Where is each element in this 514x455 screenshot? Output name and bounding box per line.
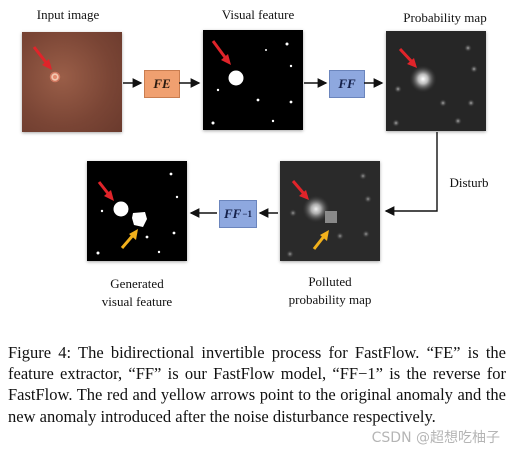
label-polluted: Polluted (308, 274, 352, 289)
flow-arrows (123, 78, 438, 218)
fe-label: FE (153, 76, 171, 91)
fe-box: FE (144, 70, 180, 98)
label-probability-map-2: probability map (288, 292, 372, 307)
figure-caption: Figure 4: The bidirectional invertible p… (8, 343, 506, 426)
input-image (22, 32, 122, 132)
watermark: CSDN @超想吃柚子 (371, 430, 500, 446)
ff-inverse-superscript: −1 (242, 209, 252, 219)
label-generated: Generated (110, 276, 164, 291)
generated-visual-feature-image (87, 161, 187, 261)
label-input-image: Input image (36, 7, 100, 22)
visual-feature-image (203, 30, 303, 130)
label-visual-feature: Visual feature (221, 7, 295, 22)
polluted-probability-map-image (280, 161, 380, 261)
arrow-disturb (384, 132, 438, 216)
ff-inverse-label: FF (224, 206, 242, 221)
label-visual-feature-2: visual feature (101, 294, 173, 309)
visual-feature-content (211, 40, 293, 125)
label-probability-map: Probability map (403, 10, 487, 25)
probability-map-image (386, 31, 486, 131)
ff-box: FF (329, 70, 365, 98)
generated-visual-feature-content (96, 172, 179, 255)
polluted-probability-map-content (286, 172, 372, 258)
probability-map-content (392, 44, 478, 127)
input-image-content (32, 46, 61, 83)
ff-label: FF (338, 76, 356, 91)
label-disturb: Disturb (449, 175, 489, 190)
ff-inverse-box: FF−1 (219, 200, 257, 228)
